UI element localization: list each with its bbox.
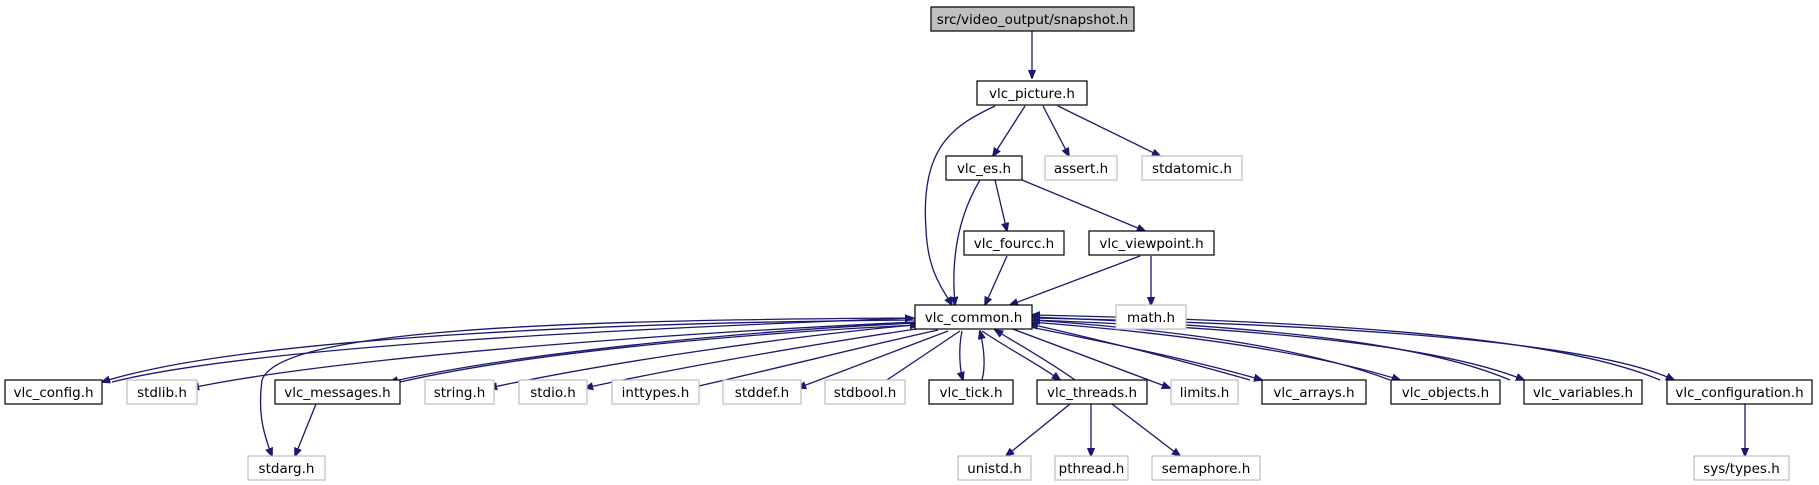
node-stddef[interactable]: stddef.h xyxy=(722,379,802,405)
edge-vlc-messages-stdarg xyxy=(295,403,317,456)
node-label: vlc_threads.h xyxy=(1047,385,1137,401)
node-label: vlc_variables.h xyxy=(1533,385,1633,401)
edge-vlc-common-stdarg xyxy=(259,317,916,456)
node-stdatomic[interactable]: stdatomic.h xyxy=(1141,155,1243,181)
node-label: sys/types.h xyxy=(1703,461,1780,477)
node-stdarg[interactable]: stdarg.h xyxy=(247,455,326,481)
node-vlc-config[interactable]: vlc_config.h xyxy=(4,379,103,405)
node-label: stdbool.h xyxy=(834,385,897,401)
node-vlc-fourcc[interactable]: vlc_fourcc.h xyxy=(963,230,1065,256)
node-assert[interactable]: assert.h xyxy=(1044,155,1118,181)
node-label: vlc_fourcc.h xyxy=(974,236,1054,252)
edge-vlc-picture-vlc-common xyxy=(924,105,996,305)
node-label: src/video_output/snapshot.h xyxy=(937,12,1128,28)
node-stdlib[interactable]: stdlib.h xyxy=(126,379,198,405)
edge-vlc-common-stdlib xyxy=(191,321,916,388)
node-vlc-tick[interactable]: vlc_tick.h xyxy=(928,379,1014,405)
edge-vlc-viewpoint-vlc-common xyxy=(1010,255,1141,305)
node-label: limits.h xyxy=(1180,385,1230,401)
node-label: vlc_config.h xyxy=(13,385,93,401)
edge-vlc-common-inttypes xyxy=(690,329,939,388)
edge-vlc-es-vlc-fourcc xyxy=(994,179,1007,231)
node-label: semaphore.h xyxy=(1162,461,1251,477)
edge-vlc-common-vlc-messages xyxy=(390,322,919,382)
node-label: stddef.h xyxy=(735,385,789,401)
node-stdbool[interactable]: stdbool.h xyxy=(824,379,906,405)
node-label: vlc_common.h xyxy=(925,310,1023,326)
node-inttypes[interactable]: inttypes.h xyxy=(611,379,700,405)
node-label: vlc_configuration.h xyxy=(1675,385,1803,401)
edge-vlc-picture-vlc-es xyxy=(993,105,1026,156)
node-vlc-variables[interactable]: vlc_variables.h xyxy=(1523,379,1643,405)
node-label: stdarg.h xyxy=(259,461,315,477)
node-label: pthread.h xyxy=(1059,461,1125,477)
edges xyxy=(102,31,1745,456)
edge-vlc-threads-vlc-common xyxy=(995,330,1076,381)
node-pthread[interactable]: pthread.h xyxy=(1054,455,1129,481)
node-string[interactable]: string.h xyxy=(424,379,495,405)
node-vlc-viewpoint[interactable]: vlc_viewpoint.h xyxy=(1088,230,1215,256)
edge-vlc-common-vlc-threads xyxy=(981,330,1060,380)
edge-vlc-messages-vlc-common xyxy=(399,325,918,383)
edge-vlc-picture-stdatomic xyxy=(1057,105,1160,156)
node-sys-types[interactable]: sys/types.h xyxy=(1693,455,1790,481)
node-label: stdio.h xyxy=(530,385,576,401)
node-snapshot[interactable]: src/video_output/snapshot.h xyxy=(930,6,1135,32)
node-vlc-configuration[interactable]: vlc_configuration.h xyxy=(1666,379,1813,405)
node-label: vlc_objects.h xyxy=(1402,385,1489,401)
node-math[interactable]: math.h xyxy=(1115,304,1187,330)
node-limits[interactable]: limits.h xyxy=(1170,379,1239,405)
edge-vlc-objects-vlc-common xyxy=(1032,320,1391,381)
edge-vlc-common-vlc-tick xyxy=(960,330,963,380)
edge-vlc-fourcc-vlc-common xyxy=(985,255,1008,305)
node-semaphore[interactable]: semaphore.h xyxy=(1151,455,1261,481)
node-label: vlc_tick.h xyxy=(939,385,1002,401)
edge-vlc-picture-assert xyxy=(1042,105,1069,156)
node-vlc-threads[interactable]: vlc_threads.h xyxy=(1036,379,1148,405)
node-vlc-picture[interactable]: vlc_picture.h xyxy=(976,80,1088,106)
node-label: math.h xyxy=(1127,310,1175,326)
node-label: vlc_arrays.h xyxy=(1273,385,1354,401)
node-label: vlc_messages.h xyxy=(284,385,390,401)
node-unistd[interactable]: unistd.h xyxy=(957,455,1032,481)
node-label: vlc_es.h xyxy=(957,161,1011,177)
edge-vlc-threads-semaphore xyxy=(1111,403,1180,456)
node-vlc-messages[interactable]: vlc_messages.h xyxy=(274,379,401,405)
node-vlc-es[interactable]: vlc_es.h xyxy=(945,155,1023,181)
edge-vlc-common-stddef xyxy=(798,330,949,388)
node-label: assert.h xyxy=(1054,161,1108,177)
node-label: vlc_viewpoint.h xyxy=(1099,236,1203,252)
node-stdio[interactable]: stdio.h xyxy=(518,379,588,405)
edge-vlc-threads-unistd xyxy=(1006,403,1071,456)
edge-vlc-es-vlc-viewpoint xyxy=(1021,179,1145,231)
nodes: src/video_output/snapshot.h vlc_picture.… xyxy=(4,6,1813,481)
edge-vlc-common-string xyxy=(489,323,926,388)
edge-vlc-common-vlc-arrays xyxy=(1024,325,1262,380)
node-label: unistd.h xyxy=(967,461,1022,477)
node-label: stdatomic.h xyxy=(1152,161,1232,177)
edge-vlc-common-stdio xyxy=(585,326,931,388)
edge-vlc-common-vlc-config xyxy=(102,319,916,382)
node-label: vlc_picture.h xyxy=(989,86,1075,102)
edge-vlc-common-stdbool xyxy=(875,330,961,388)
node-label: stdlib.h xyxy=(137,385,187,401)
node-vlc-arrays[interactable]: vlc_arrays.h xyxy=(1261,379,1367,405)
edge-vlc-es-vlc-common xyxy=(954,179,981,305)
edge-vlc-config-vlc-common xyxy=(111,318,913,383)
node-vlc-objects[interactable]: vlc_objects.h xyxy=(1390,379,1501,405)
edge-vlc-arrays-vlc-common xyxy=(1030,324,1251,381)
edge-vlc-tick-vlc-common xyxy=(980,331,984,381)
edge-vlc-common-vlc-objects xyxy=(1029,321,1400,380)
edge-vlc-common-limits xyxy=(1009,327,1170,388)
node-label: inttypes.h xyxy=(622,385,690,401)
node-label: string.h xyxy=(434,385,486,401)
node-vlc-common[interactable]: vlc_common.h xyxy=(914,304,1033,330)
